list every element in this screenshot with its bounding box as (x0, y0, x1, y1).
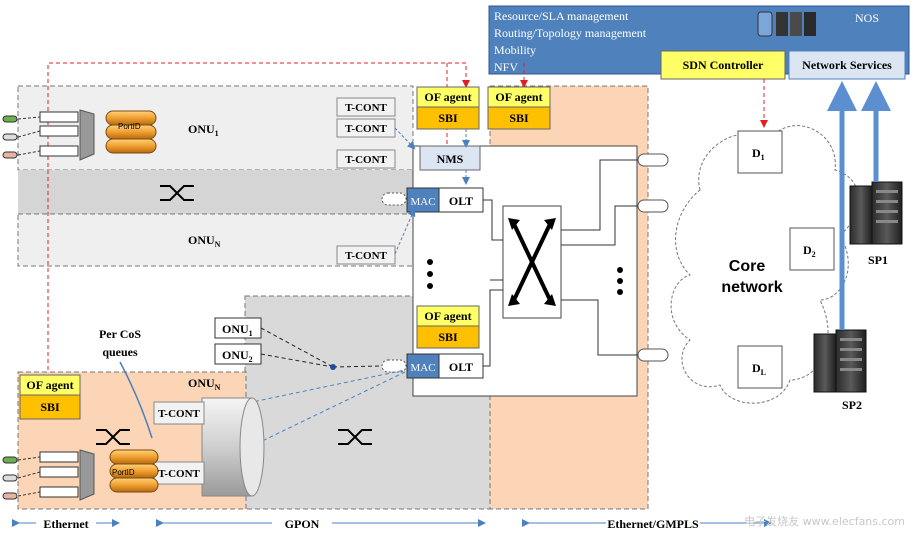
onu1-lower-band (18, 170, 413, 214)
crossover-icon-upper (160, 185, 194, 201)
sdn-controller-box (660, 50, 786, 80)
onu1-tcont-link (394, 127, 416, 150)
sbi-label-3: SBI (438, 330, 458, 344)
sbi-box-3 (416, 325, 480, 349)
tcont-cylinder (201, 397, 265, 497)
of-agent-label-2: OF agent (495, 90, 542, 104)
sp2-label: SP2 (842, 398, 862, 412)
onu1-tcont-1: T-CONT (345, 102, 387, 114)
per-cos-line-2: queues (102, 345, 138, 359)
sp1-server-icon (849, 181, 903, 245)
onu1-fan-lines (17, 116, 41, 156)
nos-line-1: Resource/SLA management (494, 9, 629, 23)
sbi-box-4 (19, 394, 81, 420)
sbi-label-1: SBI (438, 111, 458, 125)
lower-mux-shape (79, 449, 95, 501)
network-services-label: Network Services (802, 58, 892, 72)
core-label-1: Core (729, 258, 766, 275)
lower-ethernet-ports (2, 456, 18, 500)
of-agent-label-3: OF agent (424, 309, 471, 323)
output-ports (637, 153, 669, 362)
mac-box-upper (406, 187, 440, 213)
of-agent-label-4: OF agent (26, 378, 73, 392)
nos-label: NOS (855, 11, 879, 25)
core-label-2: network (721, 279, 782, 296)
d2-label: D2 (803, 243, 816, 259)
onun-tcont-box (336, 245, 396, 265)
onu1-mux-shape (79, 109, 95, 161)
mac-box-lower (406, 353, 440, 379)
dl-label: DL (752, 361, 766, 377)
crossbar-arrowheads (508, 218, 556, 306)
lower-fan-lines (17, 456, 41, 497)
crossover-icon-gpon (338, 429, 372, 445)
onun-tcont-link (394, 208, 416, 255)
sbi-label-2: SBI (509, 111, 529, 125)
onu1-tcont-boxes (336, 97, 396, 169)
olt-box-lower (438, 353, 484, 379)
onu1-queues (39, 111, 79, 157)
olt-box-upper (438, 187, 484, 213)
d1-label: D1 (752, 146, 765, 162)
lower-queues (39, 451, 79, 498)
sp1-label: SP1 (868, 253, 888, 267)
lower-portid-label: PortID (112, 468, 135, 477)
crossover-icon-lower-left (96, 429, 130, 445)
ethernet-label: Ethernet (43, 517, 88, 531)
nos-line-2: Routing/Topology management (494, 26, 647, 40)
switch-wiring (483, 159, 637, 367)
lower-onun-label: ONUN (188, 376, 221, 392)
eth-gmpls-label: Ethernet/GMPLS (607, 517, 699, 531)
network-services-box (788, 50, 906, 80)
of-agent-label-1: OF agent (424, 90, 471, 104)
splitter-node (330, 364, 336, 370)
watermark: 电子发烧友 www.elecfans.com (744, 514, 905, 528)
nms-box (419, 145, 481, 171)
sdn-controller-label: SDN Controller (683, 58, 764, 72)
olt-label-lower: OLT (449, 360, 473, 374)
gpon-label: GPON (285, 517, 320, 531)
lower-tcont-box-1 (153, 401, 205, 425)
lower-onu1-label: ONU1 (222, 322, 253, 338)
lower-onu2-label: ONU2 (222, 348, 253, 364)
onu1-portid-label: PortID (118, 122, 141, 131)
lower-tcont-1: T-CONT (158, 408, 200, 420)
ellipsis-dots-left (427, 259, 433, 289)
per-cos-pointer (119, 361, 153, 439)
onu1-label: ONU1 (188, 122, 219, 138)
mac-label-upper: MAC (410, 196, 435, 208)
crossbar-icon (512, 223, 552, 301)
onu1-portid-queues (105, 110, 157, 154)
sbi-label-4: SBI (40, 400, 60, 414)
onun-tcont: T-CONT (345, 250, 387, 262)
d1-box (737, 130, 783, 174)
lower-tcont-2: T-CONT (158, 468, 200, 480)
nos-line-4: NFV (494, 60, 518, 74)
nms-label: NMS (437, 152, 464, 166)
olt-label-upper: OLT (449, 194, 473, 208)
sp2-server-icon (813, 329, 867, 393)
sbi-box-2 (487, 106, 551, 130)
per-cos-line-1: Per CoS (99, 327, 141, 341)
onu1-tcont-2: T-CONT (345, 123, 387, 135)
onun-label: ONUN (188, 233, 221, 249)
mac-label-lower: MAC (410, 362, 435, 374)
dl-box (737, 345, 783, 389)
nos-line-3: Mobility (494, 43, 536, 57)
lower-portid-queues (109, 449, 159, 493)
ellipsis-dots-right (617, 267, 623, 295)
onu1-tcont-3: T-CONT (345, 154, 387, 166)
services-arrows (827, 81, 891, 330)
d2-box (789, 227, 835, 271)
port-upper (381, 192, 407, 206)
splitter-lines (260, 327, 381, 368)
onu1-ethernet-ports (2, 115, 18, 159)
sbi-box-1 (416, 106, 480, 130)
database-icon (757, 11, 816, 37)
